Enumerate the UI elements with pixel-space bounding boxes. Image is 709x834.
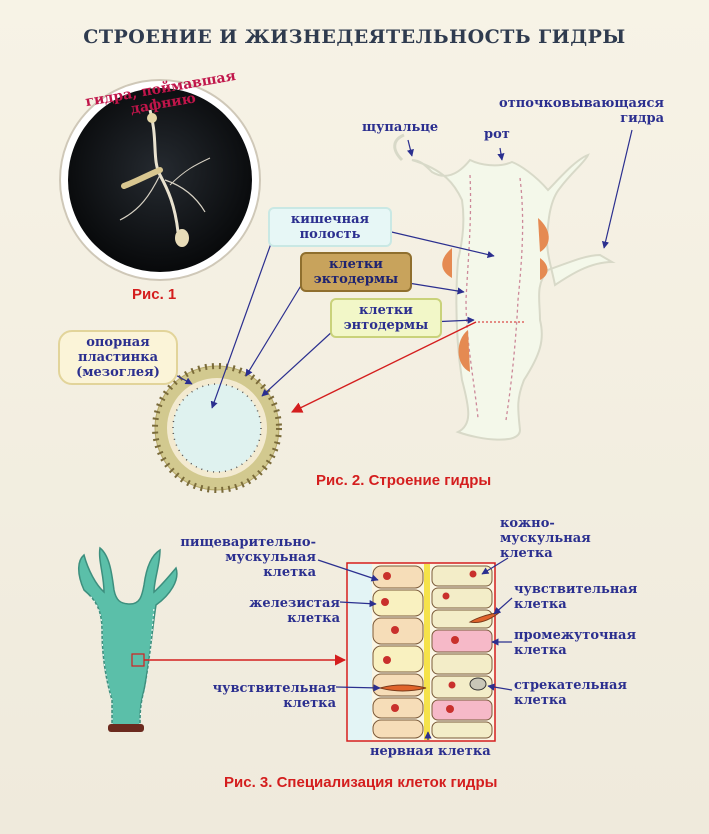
label-gland-line2: клетка <box>200 611 340 626</box>
label-mouth: рот <box>484 127 510 142</box>
label-skin-line3: клетка <box>500 546 591 561</box>
hydra-longitudinal-section <box>395 135 612 440</box>
label-nerve-cell: нервная клетка <box>370 744 491 759</box>
label-skin-line2: мускульная <box>500 531 591 546</box>
label-sensory-cell-left: чувствительная клетка <box>180 681 336 711</box>
label-gut-line2: полость <box>274 227 386 242</box>
label-digestive-line2: мускульная <box>150 550 316 565</box>
label-meso-line3: (мезоглея) <box>64 365 172 380</box>
label-budding-line2: гидра <box>488 111 664 126</box>
label-gut-line1: кишечная <box>274 212 386 227</box>
label-sensory-right-line2: клетка <box>514 597 637 612</box>
label-budding-line1: отпочковывающаяся <box>488 96 664 111</box>
label-endo-line2: энтодермы <box>336 318 436 333</box>
fig3-caption: Рис. 3. Специализация клеток гидры <box>224 774 497 791</box>
label-sensory-right-line1: чувствительная <box>514 582 637 597</box>
label-sting-line1: стрекательная <box>514 678 627 693</box>
label-tentacle: щупальце <box>362 120 438 135</box>
label-endo-line1: клетки <box>336 303 436 318</box>
label-meso-line1: опорная <box>64 335 172 350</box>
label-mesoglea: опорная пластинка (мезоглея) <box>58 330 178 385</box>
fig2-caption: Рис. 2. Строение гидры <box>316 472 491 489</box>
label-gland-line1: железистая <box>200 596 340 611</box>
label-interm-line2: клетка <box>514 643 636 658</box>
label-skin-line1: кожно- <box>500 516 591 531</box>
label-gland-cell: железистая клетка <box>200 596 340 626</box>
label-sensory-left-line1: чувствительная <box>180 681 336 696</box>
hydra-cross-section <box>155 366 279 490</box>
label-ecto-line1: клетки <box>306 257 406 272</box>
label-digestive-line1: пищеварительно- <box>150 535 316 550</box>
label-gut-cavity: кишечная полость <box>268 207 392 247</box>
label-endoderm: клетки энтодермы <box>330 298 442 338</box>
label-sting-line2: клетка <box>514 693 627 708</box>
label-intermediate-cell: промежуточная клетка <box>514 628 636 658</box>
label-meso-line2: пластинка <box>64 350 172 365</box>
label-digestive-line3: клетка <box>150 565 316 580</box>
label-digestive-cell: пищеварительно- мускульная клетка <box>150 535 316 580</box>
label-interm-line1: промежуточная <box>514 628 636 643</box>
fig1-caption: Рис. 1 <box>132 286 176 303</box>
label-budding-hydra: отпочковывающаяся гидра <box>488 96 664 126</box>
label-ectoderm: клетки эктодермы <box>300 252 412 292</box>
label-sensory-cell-right: чувствительная клетка <box>514 582 637 612</box>
cell-tissue <box>347 563 500 741</box>
label-skin-muscle-cell: кожно- мускульная клетка <box>500 516 591 561</box>
label-sensory-left-line2: клетка <box>180 696 336 711</box>
label-ecto-line2: эктодермы <box>306 272 406 287</box>
label-stinging-cell: стрекательная клетка <box>514 678 627 708</box>
